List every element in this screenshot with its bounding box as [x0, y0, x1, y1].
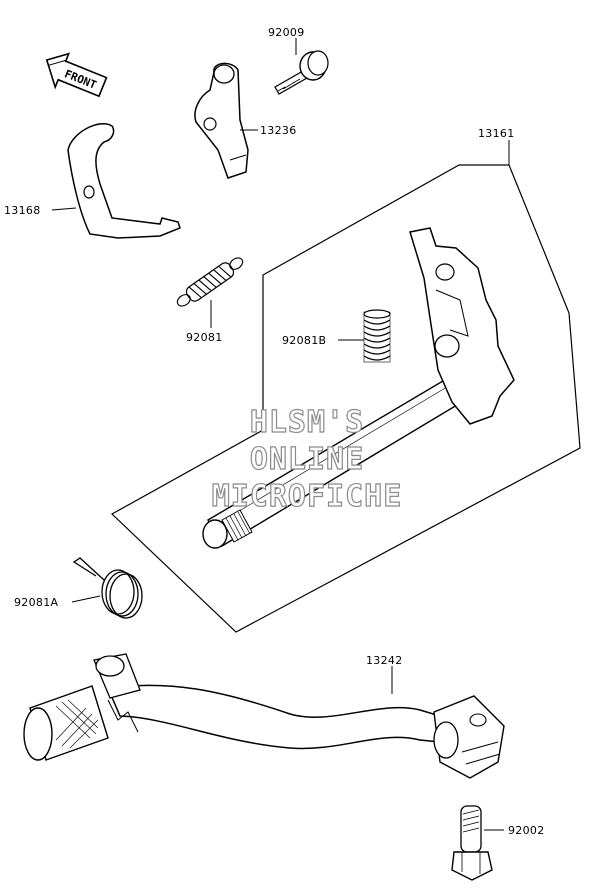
bolt-92002: [451, 805, 493, 881]
label-13168: 13168: [4, 204, 41, 217]
shift-pedal-13242: [23, 653, 505, 779]
label-13161: 13161: [478, 127, 515, 140]
watermark-line2: ONLINE: [250, 442, 364, 477]
spring-92081B: [363, 309, 391, 363]
label-13242: 13242: [366, 654, 403, 667]
label-92081: 92081: [186, 331, 223, 344]
label-13236: 13236: [260, 124, 297, 137]
bolt-92009: [274, 50, 329, 95]
assembly-13161-outline: [110, 164, 581, 633]
watermark-line3: MICROFICHE: [212, 479, 403, 514]
plate-13168: [67, 122, 181, 239]
label-92081B: 92081B: [282, 334, 326, 347]
watermark: HLSM'S ONLINE MICROFICHE: [211, 404, 403, 514]
bracket-13236: [194, 62, 249, 179]
label-92002: 92002: [508, 824, 545, 837]
front-arrow-icon: FRONT: [45, 52, 108, 98]
watermark-line1: HLSM'S: [250, 405, 364, 440]
spring-92081: [176, 257, 244, 307]
shift-shaft-13161: [202, 227, 515, 549]
label-92009: 92009: [268, 26, 305, 39]
spring-92081A: [72, 557, 143, 619]
label-92081A: 92081A: [14, 596, 58, 609]
